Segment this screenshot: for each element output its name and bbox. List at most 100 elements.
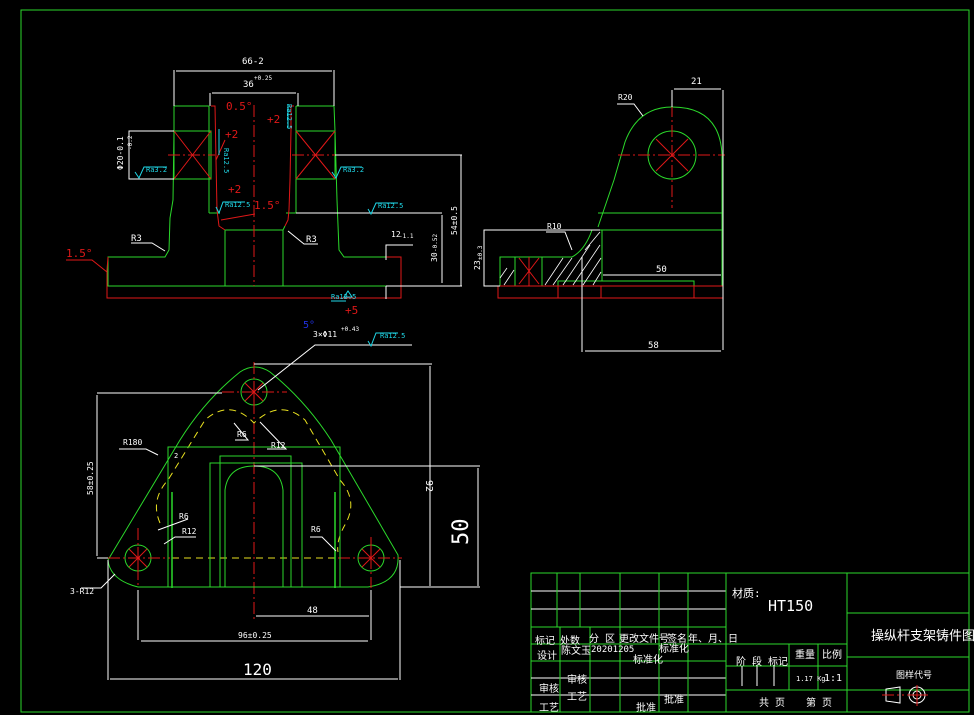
allowance-bottom: +5	[345, 304, 358, 317]
radius-r6-right: R6	[311, 525, 321, 534]
process-label: 工艺	[539, 702, 559, 714]
projection-symbol-cone	[885, 686, 901, 704]
dim-23-tol: ±0.3	[477, 245, 484, 260]
material-value: HT150	[768, 597, 813, 615]
dim-23: 23	[473, 260, 482, 270]
rev-header-count: 处数	[560, 634, 580, 647]
draft-top: 0.5°	[226, 100, 253, 113]
radius-r12-top: R12	[271, 441, 286, 450]
front-outline-right	[174, 105, 386, 258]
fillet-r3-left: R3	[131, 234, 142, 244]
top-view: 3×Φ11 +0.43 5° Ra12.5 R180 R6 R12 R6 R12…	[70, 320, 480, 680]
leader-r180	[119, 448, 159, 456]
dim-bore-dia: Φ20-0.1	[116, 136, 125, 170]
dim-58: 58	[648, 341, 659, 351]
radius-r6-top: R6	[237, 430, 247, 439]
side-view: 21 R20 R10 50 58 23 ±0.3	[473, 77, 725, 352]
dim-48: 48	[307, 606, 318, 616]
design-label: 设计	[537, 649, 557, 662]
scale-label: 比例	[822, 648, 842, 661]
dim-92: 92	[423, 480, 434, 492]
review-label: 审核	[539, 682, 559, 695]
leader-r3-right	[287, 230, 318, 245]
leader-3r12	[81, 573, 116, 589]
dim-30: 30	[430, 252, 439, 262]
drawing-frame	[20, 9, 970, 713]
part-name: 操纵杆支架铸件图	[871, 628, 974, 644]
dim-96: 96±0.25	[238, 631, 272, 640]
approve-label: 批准	[636, 701, 656, 714]
leader-r10	[546, 231, 573, 251]
rev-header-zone: 分 区	[589, 633, 615, 645]
allowance-1: +2	[225, 128, 238, 141]
leader-holes	[257, 344, 412, 391]
radius-r180: R180	[123, 438, 142, 447]
front-view: 66-2 36 +0.25 Φ20-0.1 -0.2 54±0.5 30 -0.…	[66, 57, 462, 317]
dim-line-bore	[128, 130, 174, 180]
leader-r3-left	[131, 242, 166, 252]
angle-2: 2	[174, 452, 178, 460]
radius-r12-left: R12	[182, 527, 197, 536]
dim-58-top: 58±0.25	[86, 461, 95, 495]
stage-label: 阶 段 标记	[736, 655, 788, 668]
allowance-3: +2	[228, 183, 241, 196]
leader-draft-left	[66, 259, 108, 273]
casting-allowance-bore-right	[284, 105, 294, 227]
dim-36-tol: +0.25	[254, 75, 272, 82]
rev-header-sign: 签名	[667, 632, 687, 645]
process-label-2: 工艺	[567, 691, 587, 703]
section-hatch	[499, 231, 602, 286]
dim-12-tol: -1.1	[399, 233, 414, 240]
casting-allowance-bore-left	[211, 105, 226, 231]
draft-bottom: 1.5°	[254, 199, 281, 212]
roughness-5: Ra12.5	[222, 148, 230, 173]
radius-r20: R20	[618, 93, 633, 102]
roughness-6: Ra12.5	[285, 104, 293, 129]
dim-54: 54±0.5	[450, 206, 459, 235]
draft-left: 1.5°	[66, 247, 93, 260]
fillet-r3-right: R3	[306, 235, 317, 245]
designer-name: 陈文玉	[561, 644, 591, 657]
roughness-1: Ra3.2	[146, 166, 167, 174]
dim-50: 50	[656, 265, 667, 275]
rev-header-date: 年、月、日	[688, 632, 738, 645]
roughness-4: Ra12.5	[378, 202, 403, 210]
dim-line-23	[483, 229, 600, 287]
total-pages: 共 页	[759, 697, 785, 709]
weight-value: 1.17 Kg	[796, 675, 826, 683]
side-allowance	[497, 285, 724, 299]
leader-r12-top	[259, 421, 288, 450]
design-date: 20201205	[591, 645, 634, 655]
roughness-2: Ra3.2	[343, 166, 364, 174]
dim-50-top: 50	[449, 519, 474, 546]
roughness-holes: Ra12.5	[380, 332, 405, 340]
corner-radius: 3-R12	[70, 587, 94, 596]
page-number: 第 页	[806, 696, 832, 709]
allowance-2: +2	[267, 113, 280, 126]
casting-allowance-base	[106, 256, 402, 299]
rev-header-doc: 更改文件号	[619, 632, 669, 645]
leader-r6-top	[233, 422, 250, 441]
draft-5deg: 5°	[303, 320, 315, 331]
approve-label-2: 批准	[664, 693, 684, 706]
standardize-label: 标准化	[633, 653, 663, 666]
roughness-bottom: Ra12.5	[331, 293, 356, 301]
radius-r10: R10	[547, 222, 562, 231]
dim-bore-dia-tol: -0.2	[127, 135, 134, 150]
rev-header-mark: 标记	[535, 635, 555, 647]
dim-36: 36	[243, 80, 254, 90]
dim-12: 12	[391, 230, 401, 239]
title-block: 材质: HT150 操纵杆支架铸件图 图样代号 重量 比例 1.17 Kg 1:…	[530, 572, 974, 714]
dim-30-tol: -0.52	[432, 234, 439, 252]
drawing-number-label: 图样代号	[896, 669, 932, 681]
dim-66: 66-2	[242, 57, 264, 67]
radius-r6-left: R6	[179, 512, 189, 521]
holes-callout: 3×Φ11	[313, 330, 337, 339]
scale-value: 1:1	[824, 673, 842, 684]
dim-120: 120	[243, 660, 272, 679]
standardize-label-2: 标准化	[659, 642, 689, 655]
top-outline	[107, 366, 399, 588]
roughness-3: Ra12.5	[225, 201, 250, 209]
material-label: 材质:	[732, 586, 761, 600]
